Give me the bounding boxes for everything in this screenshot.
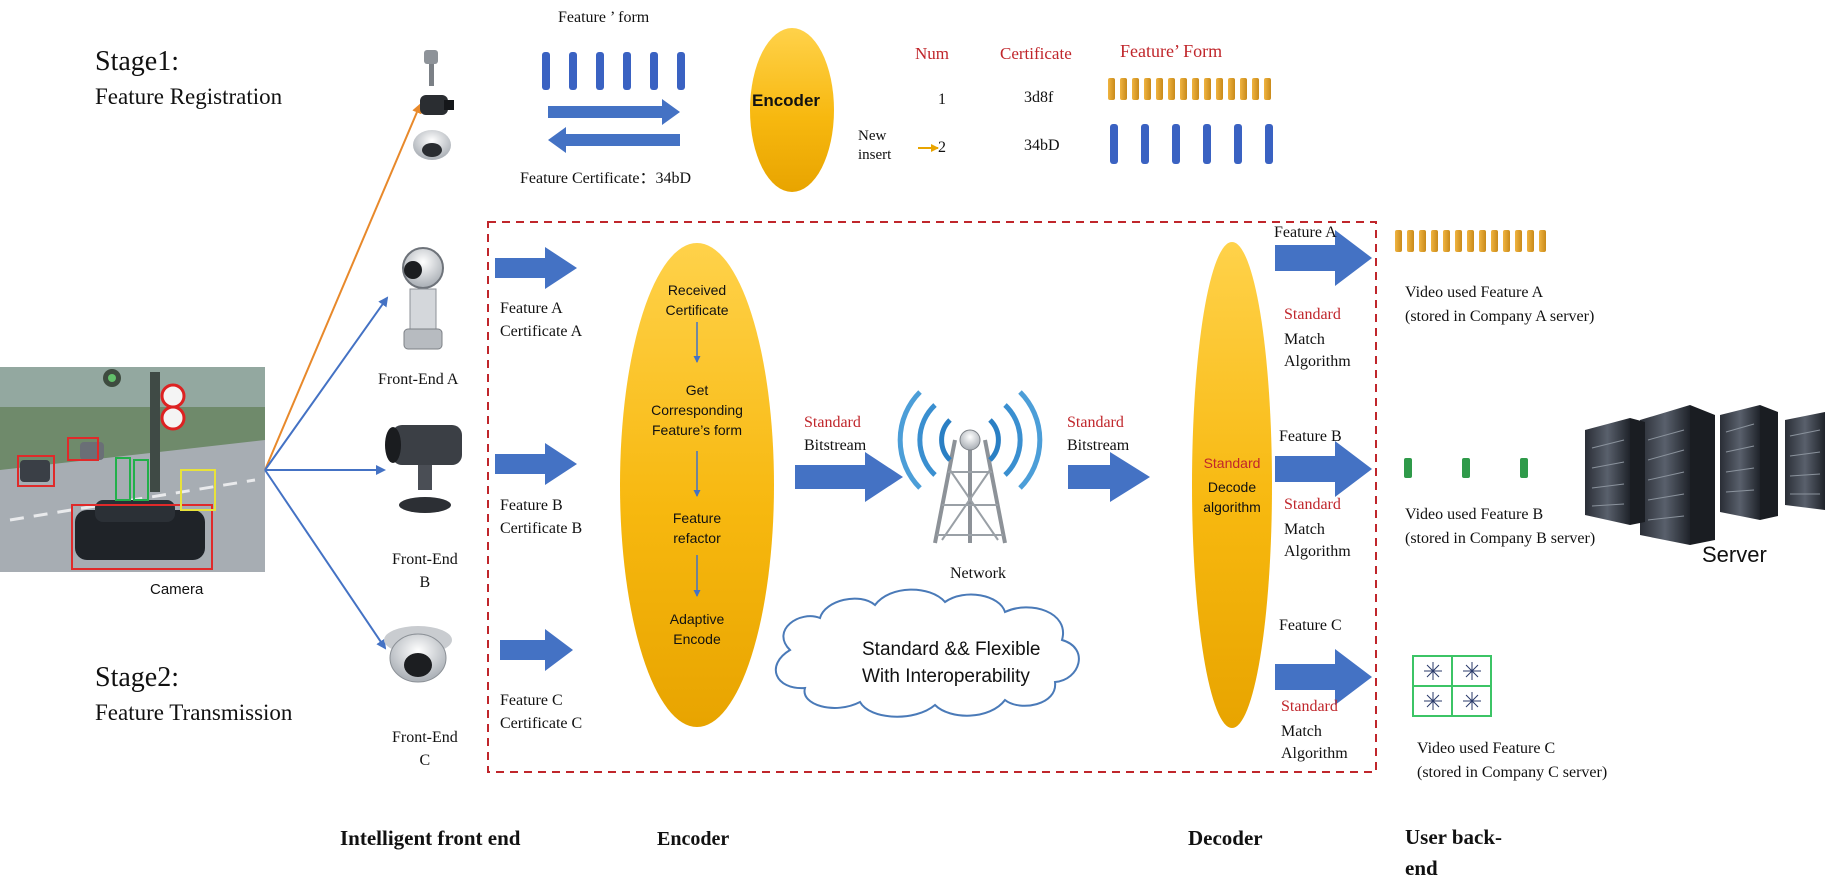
- bitstream-label-left: Bitstream: [804, 437, 867, 454]
- bottom-label-backend: User back- end: [1405, 825, 1503, 880]
- output-feature-a-bars: [1395, 230, 1546, 252]
- feature-b-certificate-label: Feature B Certificate B: [500, 497, 583, 537]
- front-end-c-camera-icon: [384, 626, 452, 683]
- output-feature-b-label: Feature B: [1279, 428, 1342, 445]
- transmission-dashed-box: [487, 221, 1377, 773]
- encoder-step-adaptive-encode: Adaptive Encode: [669, 611, 725, 647]
- output-c-video: Video used Feature C (stored in Company …: [1417, 740, 1608, 781]
- interoperability-cloud: [774, 588, 1080, 718]
- table-row-1-certificate: 3d8f: [1024, 89, 1054, 106]
- camera-label: Camera: [150, 581, 204, 598]
- bottom-label-front-end: Intelligent front end: [340, 826, 521, 850]
- output-a-match: Match Algorithm: [1284, 331, 1351, 370]
- feature-form-label: Feature ’ form: [558, 9, 650, 26]
- feature-a-certificate-label: Feature A Certificate A: [500, 300, 583, 340]
- front-end-a-camera-icon: [402, 247, 444, 350]
- registration-camera-icon: [413, 50, 454, 160]
- network-tower-icon: [897, 390, 1043, 544]
- registration-encoder-ellipse: [750, 28, 834, 192]
- registration-arrow-left: [548, 127, 680, 153]
- bitstream-standard-right: Standard: [1067, 414, 1124, 431]
- stage2-subtitle: Feature Transmission: [95, 700, 293, 725]
- output-c-standard: Standard: [1281, 698, 1338, 715]
- table-header-certificate: Certificate: [1000, 44, 1072, 63]
- table-row-2-num: 2: [938, 139, 946, 156]
- encoder-step-received-certificate: Received Certificate: [665, 282, 729, 318]
- cloud-line-1: Standard && Flexible: [862, 639, 1041, 660]
- stage2-title: Stage2:: [95, 662, 179, 693]
- table-row-2-certificate: 34bD: [1024, 137, 1060, 154]
- decoder-ellipse: [1192, 242, 1272, 728]
- output-feature-c-grid: [1412, 655, 1492, 717]
- bottom-label-encoder: Encoder: [657, 828, 730, 850]
- feature-certificate-label: Feature Certificate：34bD: [520, 170, 692, 187]
- bitstream-label-right: Bitstream: [1067, 437, 1130, 454]
- front-end-b-camera-icon: [385, 425, 462, 513]
- registration-feature-bars: [542, 52, 685, 90]
- registry-feature-form-blue-bars: [1110, 124, 1273, 164]
- registration-arrow-right: [548, 99, 680, 125]
- output-arrows: [1275, 230, 1372, 705]
- registration-encoder-label: Encoder: [752, 91, 821, 110]
- stage1-title: Stage1:: [95, 46, 179, 77]
- output-a-standard: Standard: [1284, 306, 1341, 323]
- network-label: Network: [950, 565, 1006, 582]
- bitstream-standard-left: Standard: [804, 414, 861, 431]
- stage1-subtitle: Feature Registration: [95, 84, 283, 109]
- output-b-standard: Standard: [1284, 496, 1341, 513]
- output-b-video: Video used Feature B (stored in Company …: [1405, 506, 1596, 547]
- front-end-arrows: [495, 247, 577, 671]
- output-a-video: Video used Feature A (stored in Company …: [1405, 284, 1595, 325]
- output-feature-c-label: Feature C: [1279, 617, 1342, 634]
- encoder-to-network-arrow: [795, 452, 903, 502]
- front-end-c-label: Front-End C: [392, 729, 458, 769]
- table-row-1-num: 1: [938, 91, 946, 108]
- camera-street-image: [0, 367, 265, 572]
- encoder-step-refactor: Feature refactor: [672, 510, 722, 546]
- table-header-feature-form: Feature’ Form: [1120, 41, 1223, 61]
- server-icon: [1585, 405, 1825, 545]
- encoder-step-get-form: Get Corresponding Feature’s form: [651, 382, 743, 438]
- new-insert-label: New insert: [858, 128, 892, 163]
- camera-links: [264, 103, 422, 650]
- bottom-label-decoder: Decoder: [1188, 826, 1263, 850]
- output-b-match: Match Algorithm: [1284, 521, 1351, 560]
- output-feature-b-bars: [1404, 458, 1528, 478]
- decoder-algorithm-label: Decode algorithm: [1203, 479, 1261, 515]
- front-end-b-label: Front-End B: [392, 551, 458, 591]
- decoder-standard-label: Standard: [1203, 455, 1261, 471]
- front-end-a-label: Front-End A: [378, 371, 459, 388]
- cloud-line-2: With Interoperability: [862, 666, 1030, 687]
- server-label: Server: [1702, 542, 1767, 567]
- output-feature-a-label: Feature A: [1274, 224, 1337, 241]
- network-to-decoder-arrow: [1068, 452, 1150, 502]
- registry-feature-form-gold-bars: [1108, 78, 1271, 100]
- table-header-num: Num: [915, 44, 949, 63]
- output-c-match: Match Algorithm: [1281, 723, 1348, 762]
- feature-c-certificate-label: Feature C Certificate C: [500, 692, 583, 732]
